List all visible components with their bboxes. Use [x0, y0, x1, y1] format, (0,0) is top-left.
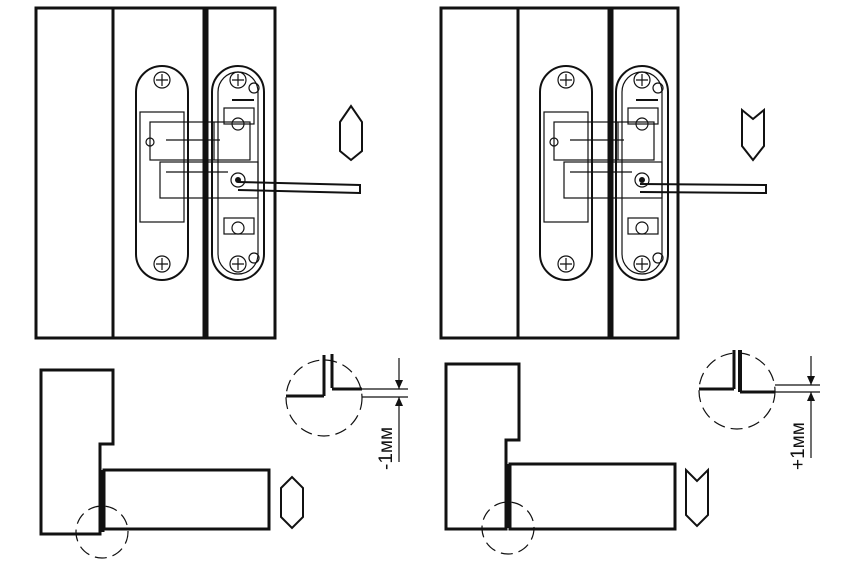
- concealed-hinge: [135, 65, 265, 281]
- hex-key-icon: [639, 183, 767, 194]
- frame-profile: [39, 368, 115, 536]
- door-profile: [102, 468, 271, 531]
- adjustment-label: -1мм: [376, 427, 397, 470]
- hex-key-icon: [237, 181, 361, 194]
- door-leaf: [205, 6, 277, 340]
- door-profile: [508, 462, 677, 531]
- arrow-down-icon: [741, 107, 765, 162]
- arrow-up-icon: [339, 104, 363, 162]
- right-section-view: +1мм: [444, 350, 820, 555]
- detail-circle: [481, 501, 535, 555]
- arrow-down-icon: [685, 467, 709, 528]
- detail-magnifier: [285, 359, 363, 437]
- left-door-elevation: [34, 6, 363, 340]
- door-leaf: [610, 6, 680, 340]
- frame-outline: [439, 6, 611, 340]
- adjustment-label: +1мм: [788, 422, 809, 470]
- concealed-hinge: [539, 65, 669, 281]
- frame-profile: [444, 362, 521, 531]
- frame-outline: [34, 6, 206, 340]
- detail-circle: [75, 505, 129, 559]
- left-section-view: -1мм: [39, 354, 408, 559]
- right-door-elevation: [439, 6, 767, 340]
- arrow-up-icon: [280, 475, 304, 530]
